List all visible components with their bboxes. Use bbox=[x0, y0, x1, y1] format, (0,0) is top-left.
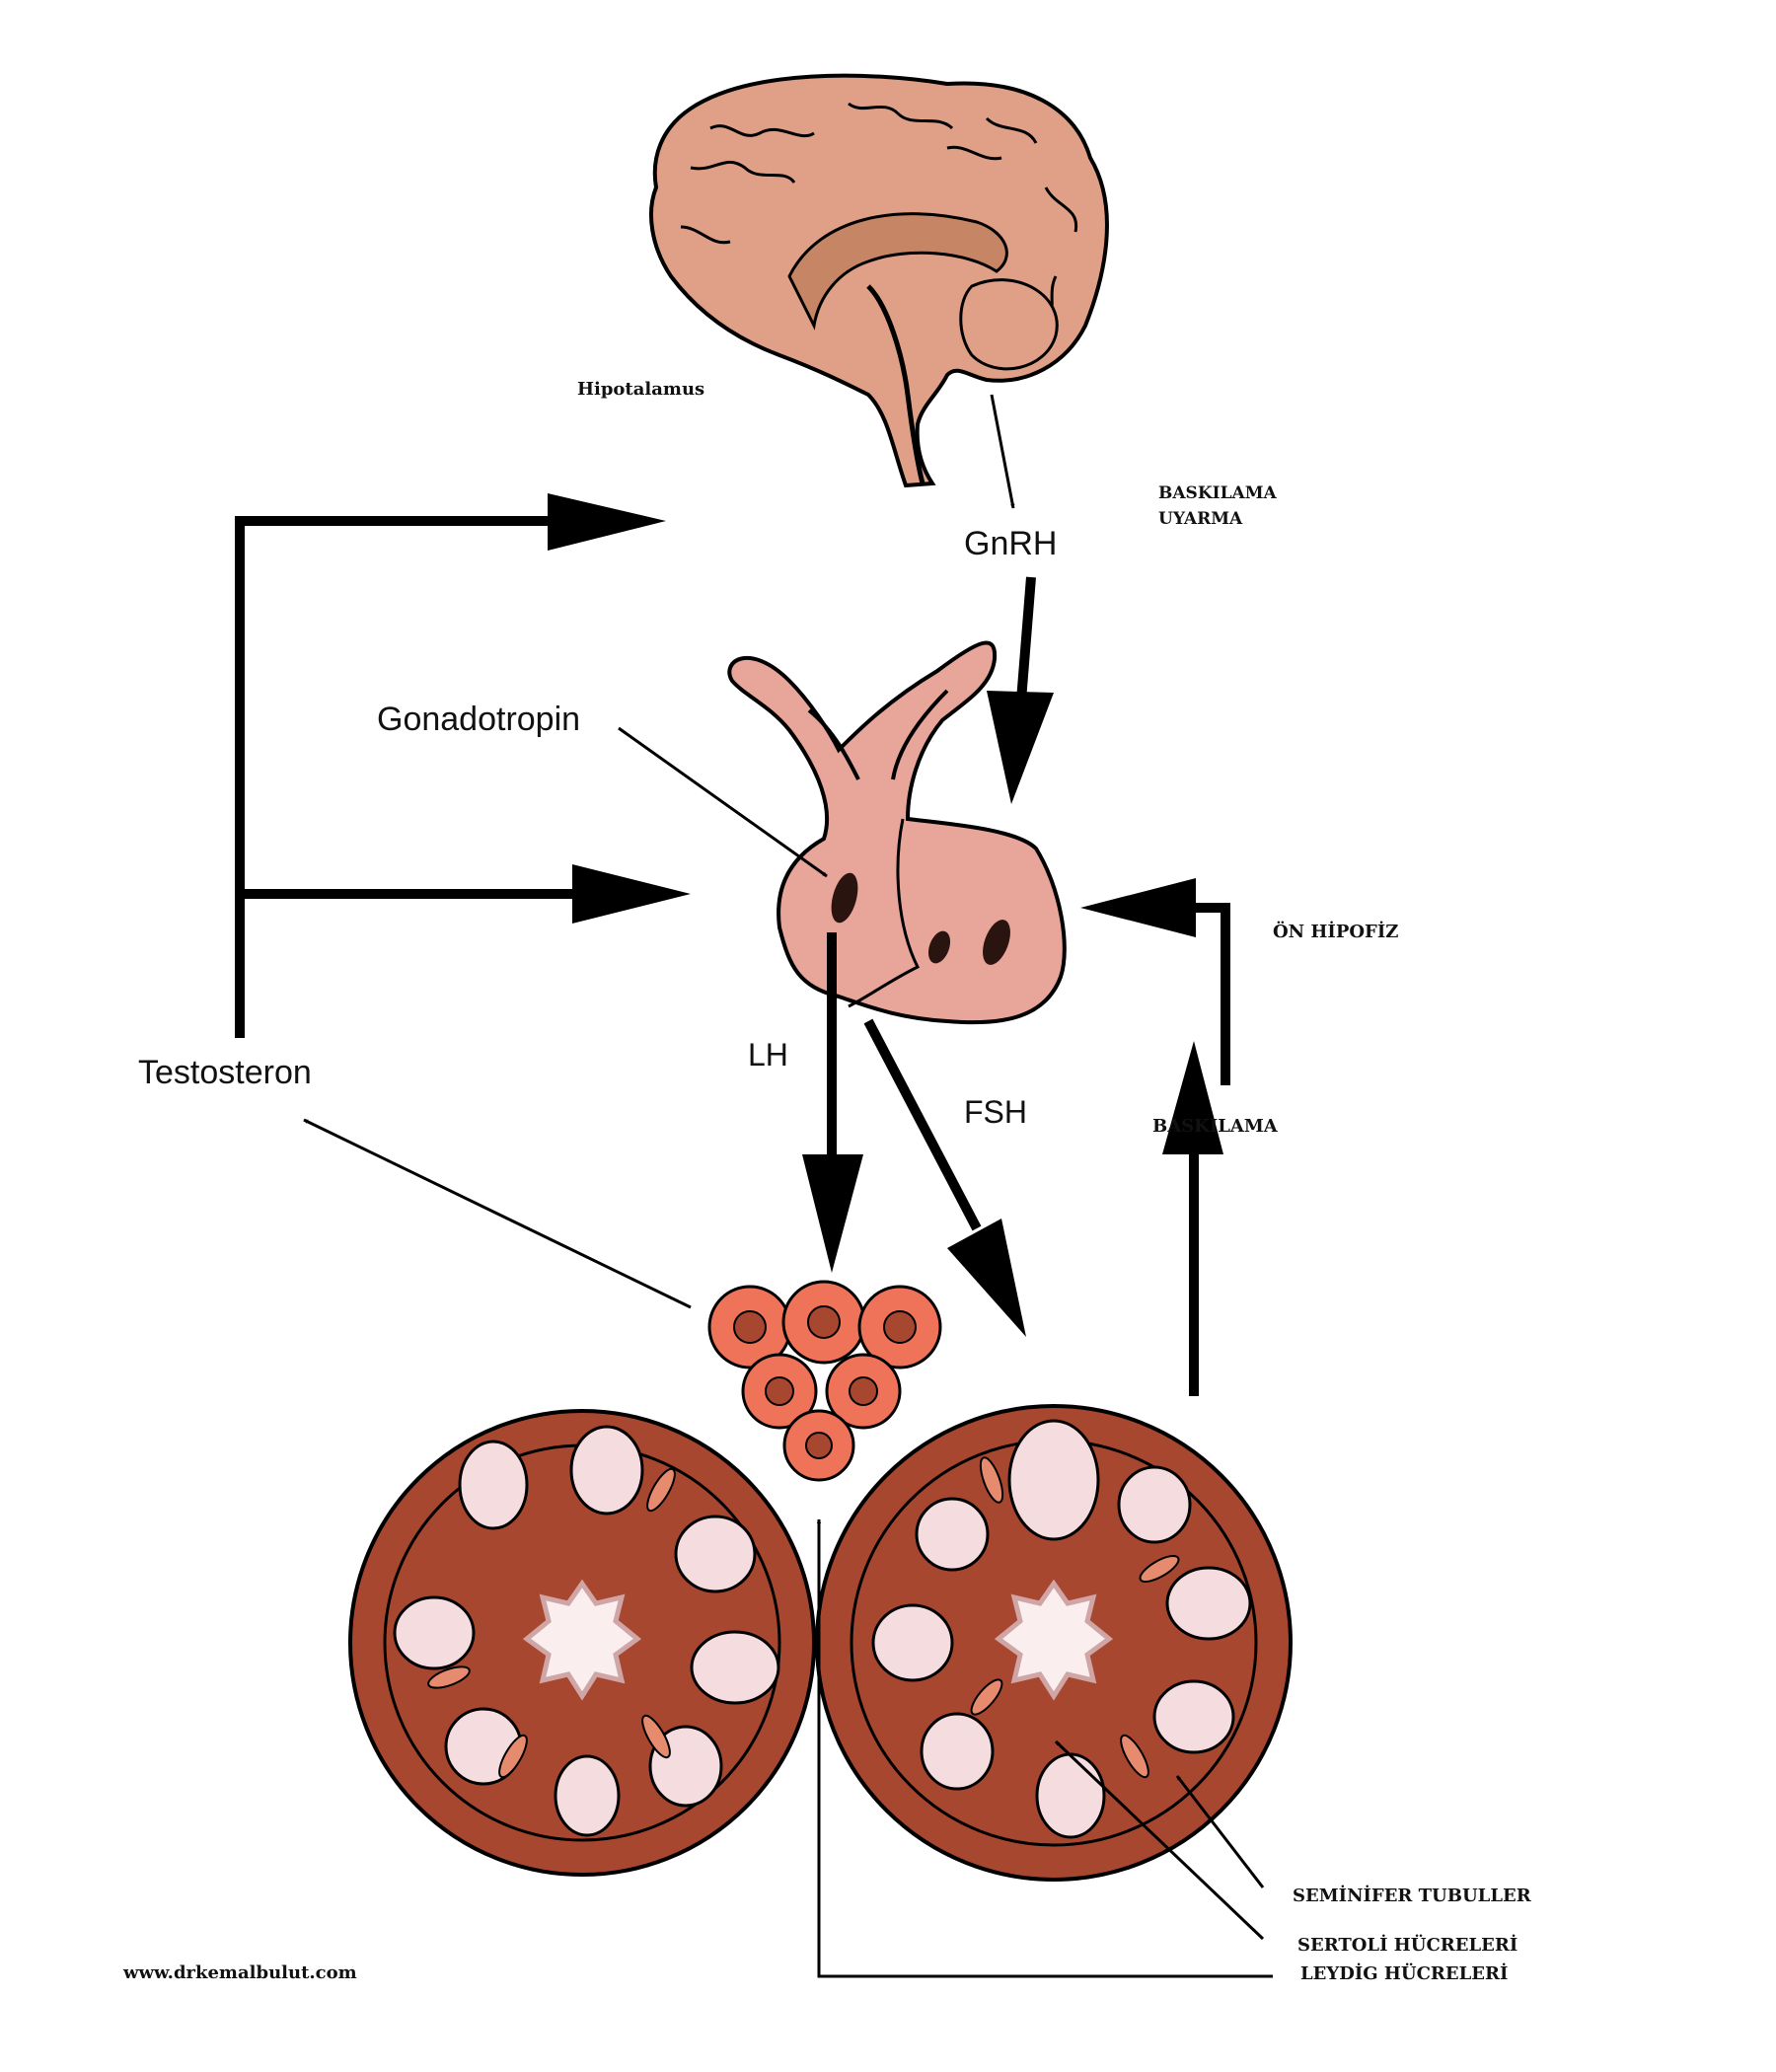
lh-arrow bbox=[802, 932, 863, 1273]
tubule bbox=[393, 1595, 476, 1670]
label-lh: LH bbox=[748, 1037, 788, 1073]
tubule bbox=[871, 1603, 954, 1682]
testis-left bbox=[348, 1409, 816, 1877]
tubule bbox=[690, 1630, 780, 1705]
tubule bbox=[915, 1497, 990, 1572]
label-leydig-hucreleri: LEYDİG HÜCRELERİ bbox=[1300, 1961, 1508, 1984]
label-website: www.drkemalbulut.com bbox=[122, 1962, 357, 1983]
pituitary-cell-1 bbox=[831, 872, 858, 924]
tubule bbox=[1035, 1752, 1106, 1839]
brain-shape bbox=[649, 73, 1109, 488]
testis-right bbox=[815, 1404, 1293, 1882]
label-testosteron: Testosteron bbox=[138, 1054, 312, 1091]
leydig-pointer-arrow bbox=[816, 1518, 1273, 1978]
label-fsh: FSH bbox=[964, 1094, 1027, 1130]
testis-left-tubules bbox=[393, 1425, 780, 1837]
labels: Hipotalamus GnRH BASKILAMA UYARMA Gonado… bbox=[122, 379, 1532, 1984]
label-gonadotropin: Gonadotropin bbox=[377, 701, 580, 738]
tubule bbox=[554, 1754, 621, 1837]
label-hipotalamus: Hipotalamus bbox=[577, 379, 704, 400]
fsh-arrow bbox=[863, 1018, 1026, 1337]
brain-to-gnrh-arrow bbox=[990, 394, 1015, 509]
pituitary-lobe-line bbox=[848, 818, 921, 1008]
sertoli-pointer bbox=[1054, 1739, 1265, 1941]
brain-stem bbox=[866, 284, 925, 484]
tubule bbox=[1152, 1679, 1235, 1754]
tubule bbox=[569, 1425, 644, 1516]
tubule bbox=[458, 1440, 529, 1530]
gonadotropin-pointer bbox=[618, 726, 828, 878]
label-baskilama-uyarma-2: UYARMA bbox=[1158, 509, 1243, 529]
seminifer-pointer bbox=[1175, 1775, 1265, 1888]
pituitary-stalk-line bbox=[807, 689, 949, 780]
testis-right-lumen bbox=[994, 1579, 1114, 1701]
label-baskilama: BASKILAMA bbox=[1152, 1116, 1279, 1137]
tubule bbox=[674, 1515, 757, 1593]
pituitary-cell-2 bbox=[927, 930, 951, 964]
label-gnrh: GnRH bbox=[964, 525, 1057, 562]
testis-right-slits bbox=[970, 1456, 1180, 1779]
testosteron-feedback-arrows bbox=[235, 493, 691, 1038]
brain-corpus-callosum bbox=[787, 212, 1008, 331]
arrowhead-to-pituitary bbox=[572, 864, 691, 924]
leydig-to-testosteron-arrow bbox=[303, 1118, 692, 1309]
gnrh-to-pituitary-arrow bbox=[987, 576, 1054, 804]
tubule bbox=[1007, 1419, 1100, 1541]
label-seminifer-tubuller: SEMİNİFER TUBULLER bbox=[1293, 1884, 1532, 1906]
pituitary-illustration bbox=[727, 640, 1067, 1025]
tubule bbox=[1117, 1465, 1192, 1544]
brain-illustration bbox=[649, 73, 1109, 488]
testis-right-tubules bbox=[871, 1419, 1252, 1839]
baskilama-inhibition-arrow bbox=[1080, 878, 1230, 1396]
label-baskilama-uyarma-1: BASKILAMA bbox=[1158, 483, 1278, 503]
arrowhead-to-hypothalamus bbox=[548, 493, 666, 551]
label-sertoli-hucreleri: SERTOLİ HÜCRELERİ bbox=[1297, 1933, 1517, 1956]
pituitary-cell-3 bbox=[983, 920, 1010, 965]
pituitary-shape bbox=[727, 640, 1067, 1025]
testis-left-slits bbox=[427, 1467, 676, 1779]
testis-left-lumen bbox=[522, 1579, 642, 1701]
label-on-hipofiz: ÖN HİPOFİZ bbox=[1273, 920, 1398, 942]
brain-cerebellum bbox=[959, 278, 1059, 371]
tubule bbox=[920, 1712, 995, 1791]
arrows bbox=[235, 394, 1273, 1978]
tubule bbox=[1165, 1566, 1252, 1641]
leydig-cell-cluster bbox=[707, 1280, 942, 1482]
